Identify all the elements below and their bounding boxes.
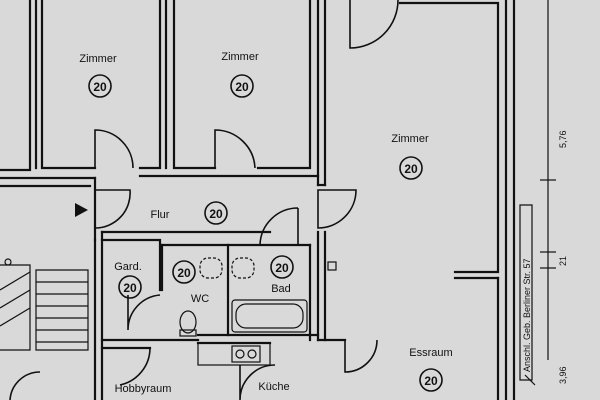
walls	[0, 0, 516, 400]
dimension-label: 21	[558, 256, 568, 266]
street-annotation: Anschl. Geb. Berliner Str. 57	[522, 258, 532, 372]
room-label: Bad	[271, 283, 291, 295]
room-number: 20	[93, 80, 107, 94]
room-zimmer-1: Zimmer 20	[79, 53, 117, 98]
room-number: 20	[209, 207, 223, 221]
doors	[9, 0, 399, 400]
room-flur: Flur 20	[151, 201, 228, 225]
dimension-label: 5,76	[558, 130, 568, 148]
room-label: Küche	[258, 381, 289, 393]
room-label: Zimmer	[221, 51, 259, 63]
room-label: WC	[191, 293, 209, 305]
room-number: 20	[404, 162, 418, 176]
room-label: Essraum	[409, 347, 452, 359]
room-wc: 20 WC	[172, 260, 209, 305]
room-number: 20	[235, 80, 249, 94]
dimension-label: 3,96	[558, 366, 568, 384]
dimension-lines	[519, 0, 556, 386]
fixtures	[0, 203, 337, 366]
room-number: 20	[123, 281, 137, 295]
room-number: 20	[177, 266, 191, 280]
room-label: Zimmer	[79, 53, 117, 65]
room-label: Gard.	[114, 261, 142, 273]
room-garderobe: Gard. 20	[114, 261, 142, 299]
room-label: Hobbyraum	[115, 383, 172, 395]
room-label: Zimmer	[391, 133, 429, 145]
room-bad: 20 Bad	[270, 255, 294, 295]
room-label: Flur	[151, 209, 170, 221]
room-kueche: Küche	[258, 381, 289, 393]
room-zimmer-2: Zimmer 20	[221, 51, 259, 98]
entrance-arrow-icon	[75, 203, 88, 217]
room-number: 20	[275, 261, 289, 275]
room-number: 20	[424, 374, 438, 388]
room-zimmer-3: Zimmer 20	[391, 133, 429, 180]
room-essraum: Essraum 20	[409, 347, 453, 392]
room-hobbyraum: Hobbyraum	[115, 383, 172, 395]
